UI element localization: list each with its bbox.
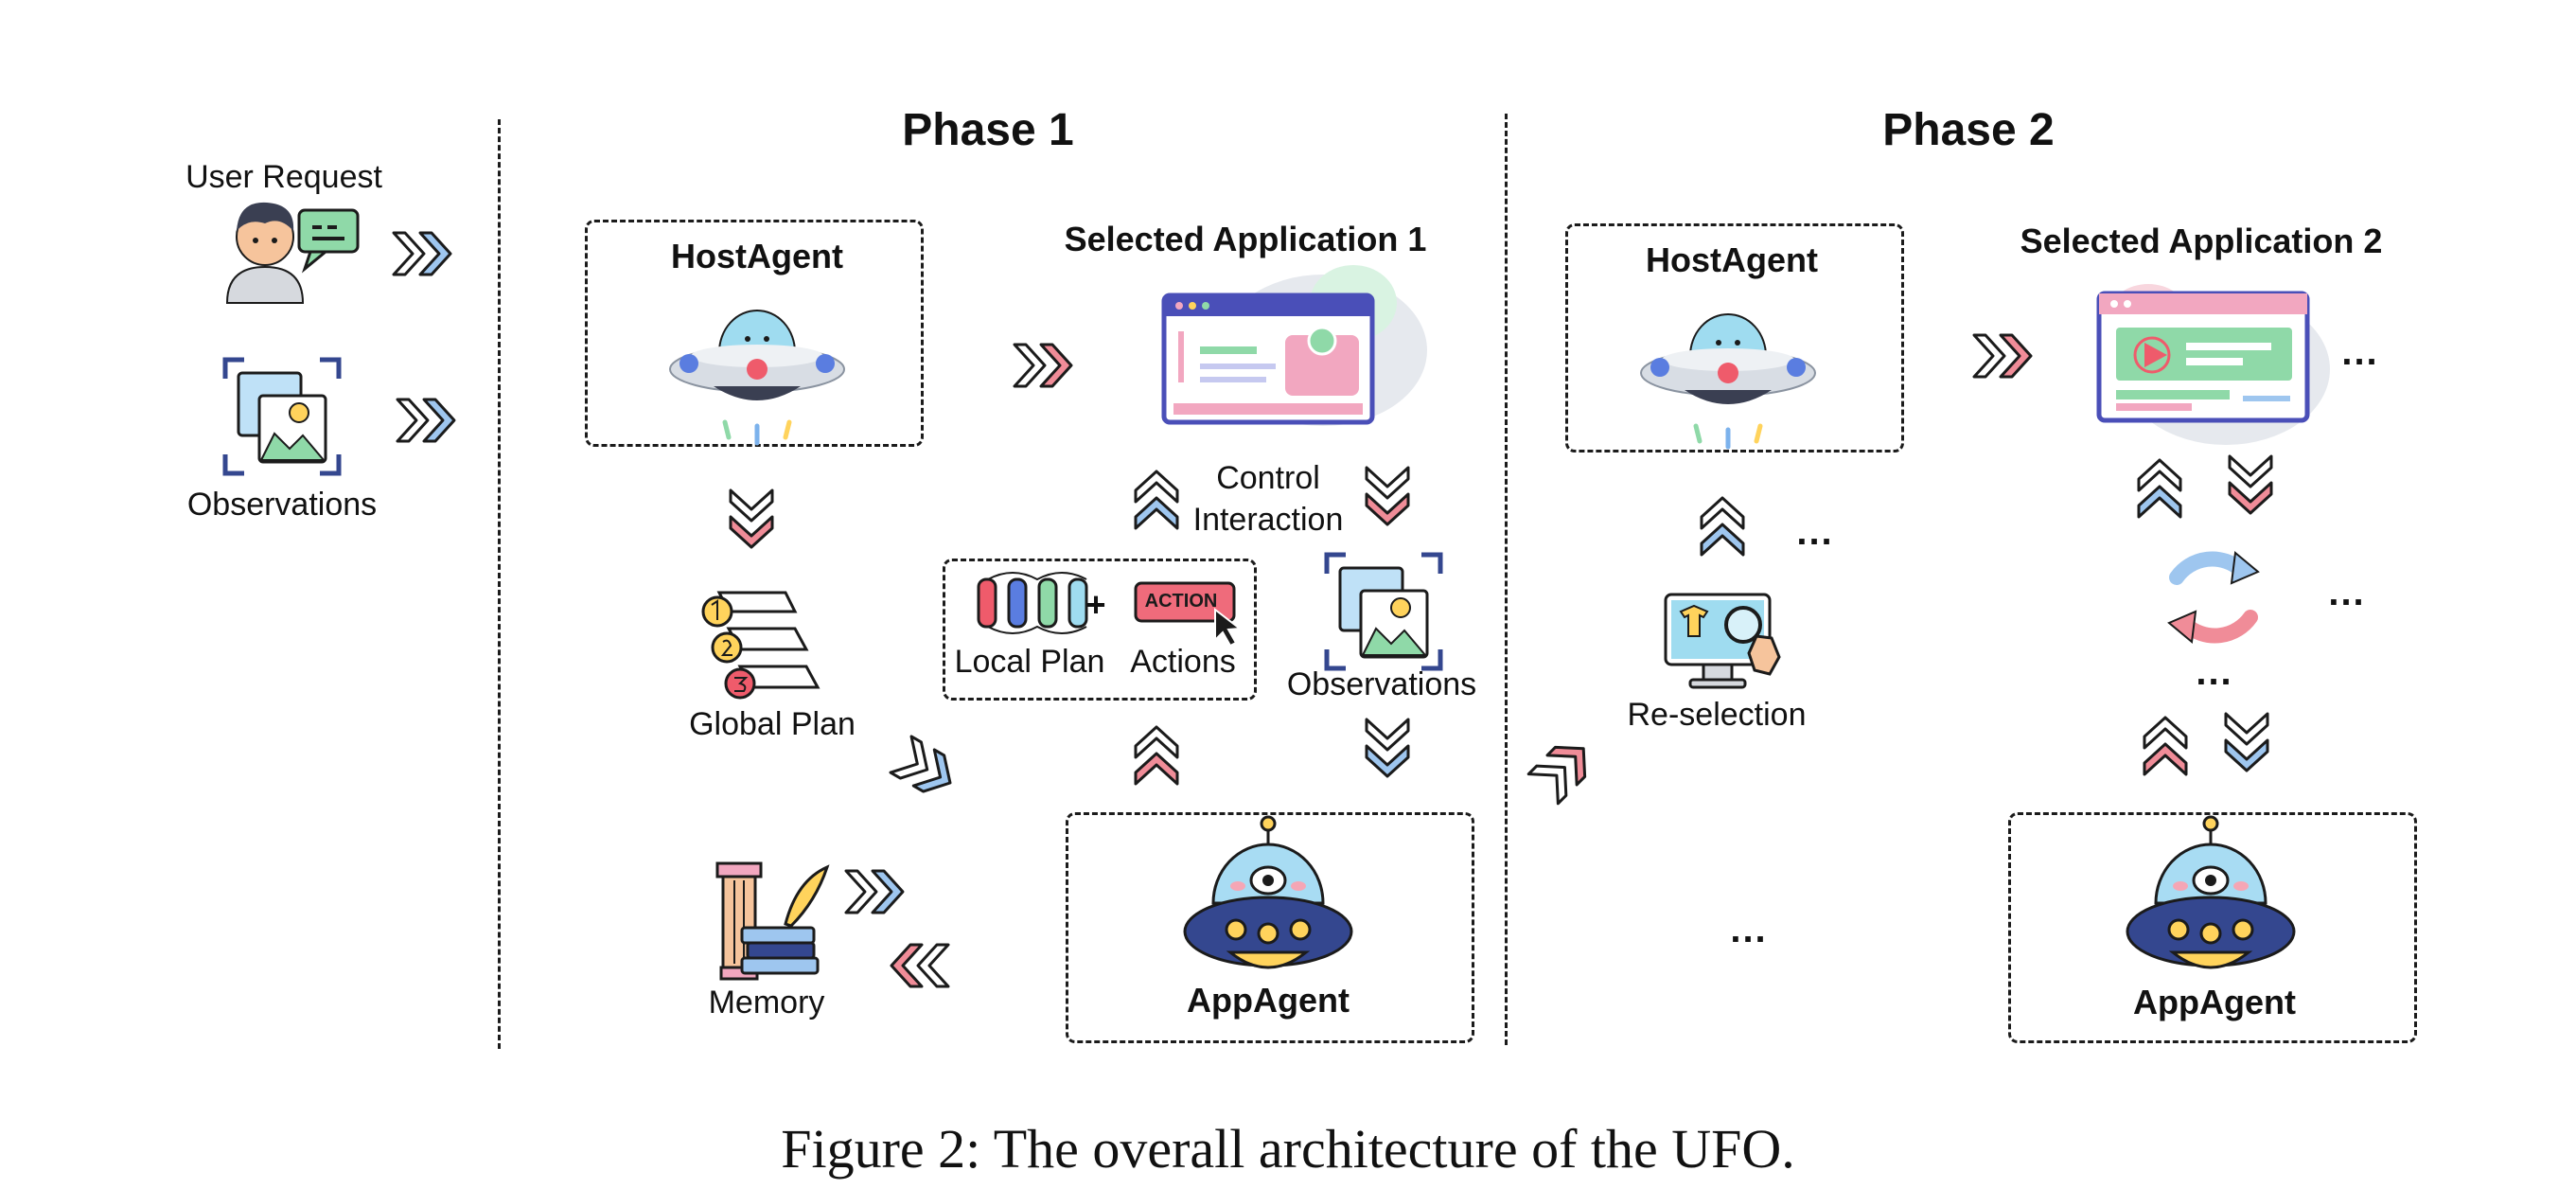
arrow-reselection-up <box>1700 496 1745 557</box>
arrow-appagent2-down <box>2224 712 2269 772</box>
phase1-hostagent-label: HostAgent <box>671 237 843 275</box>
phase1-appagent-box <box>1066 812 1474 1043</box>
beaded-local-plan-icon <box>977 572 1088 634</box>
robot-ufo-icon <box>2126 815 2296 969</box>
image-gallery-icon <box>225 360 339 473</box>
arrow-app2-down <box>2228 454 2273 515</box>
input-observations-label: Observations <box>186 487 378 523</box>
phase1-hostagent-box <box>585 220 924 447</box>
ufo-icon <box>1641 314 1815 447</box>
action-badge-text: ACTION <box>1144 591 1218 612</box>
arrow-user-request <box>392 231 452 276</box>
ellipsis-cycle-right: ... <box>2328 572 2366 613</box>
app-window-icon <box>2096 284 2330 445</box>
phase2-selected-app-label: Selected Application 2 <box>2020 222 2383 260</box>
phase1-phase2-divider <box>1505 114 1508 1045</box>
arrow-interaction-down <box>1365 466 1410 526</box>
arrow-appagent-to-plan <box>1134 725 1179 786</box>
robot-ufo-icon <box>1183 815 1353 969</box>
arrow-host2-to-app2 <box>1972 333 2033 379</box>
app-window-icon <box>1161 265 1427 426</box>
figure-caption: Figure 2: The overall architecture of th… <box>781 1118 1795 1180</box>
phase1-local-plan-actions-box <box>943 559 1257 701</box>
global-plan-label: Global Plan <box>689 706 856 742</box>
memory-label: Memory <box>708 985 825 1020</box>
arrow-appagent-to-memory <box>890 943 950 988</box>
arrow-appagent2-up <box>2143 716 2188 776</box>
actions-label: Actions <box>1130 644 1236 680</box>
phase1-selected-app-label: Selected Application 1 <box>1064 220 1427 258</box>
phase2-appagent-label: AppAgent <box>2133 983 2296 1021</box>
phase1-appagent-label: AppAgent <box>1187 981 1350 1020</box>
arrow-input-observations <box>396 398 456 443</box>
phase2-hostagent-label: HostAgent <box>1646 240 1818 279</box>
arrow-host-to-app1 <box>1013 343 1073 388</box>
arrow-control-up <box>1134 470 1179 530</box>
arrow-to-phase2 <box>1526 745 1587 806</box>
local-plan-label: Local Plan <box>954 644 1105 680</box>
phase2-title: Phase 2 <box>1882 105 2055 155</box>
arrow-observations-down <box>1365 718 1410 778</box>
ellipsis-reselection: ... <box>1796 511 1834 553</box>
ufo-icon <box>670 311 844 443</box>
ellipsis-bottom: ... <box>1730 909 1768 950</box>
monitor-touch-icon <box>1664 593 1781 689</box>
action-badge-icon <box>1134 581 1243 648</box>
phase2-appagent-box <box>2008 812 2417 1043</box>
arrow-host-to-plan <box>729 488 774 549</box>
ellipsis-cycle-below: ... <box>2196 651 2233 693</box>
refresh-cycle-icon <box>2167 551 2260 644</box>
phase1-observations-label: Observations <box>1286 666 1477 702</box>
user-person-chat-icon <box>225 202 360 304</box>
phase1-title: Phase 1 <box>902 105 1074 155</box>
plus-sign: + <box>1085 585 1106 624</box>
image-gallery-icon <box>1327 555 1440 668</box>
ellipsis-app2: ... <box>2341 331 2379 373</box>
column-books-quill-icon <box>715 861 830 981</box>
flow-arrows <box>392 231 2273 988</box>
numbered-list-icon <box>701 591 820 700</box>
control-interaction-line2: Interaction <box>1192 502 1344 538</box>
control-interaction-line1: Control <box>1216 460 1320 496</box>
reselection-label: Re-selection <box>1627 697 1807 733</box>
arrow-plan-to-appagent <box>889 735 952 793</box>
phase2-hostagent-box <box>1565 223 1904 453</box>
arrow-app2-up <box>2137 458 2182 519</box>
user-request-label: User Request <box>185 159 382 195</box>
inputs-phase1-divider <box>498 119 501 1049</box>
arrow-memory-to-appagent <box>844 869 905 914</box>
